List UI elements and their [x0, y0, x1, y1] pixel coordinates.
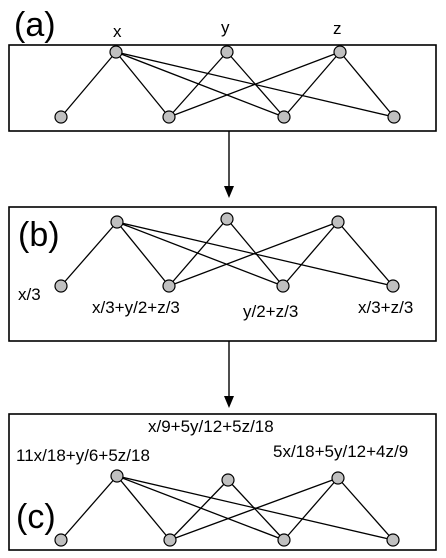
panel-b-edge-top_1-bottom_3	[116, 221, 284, 287]
panel-b-label-node-1: x/3	[18, 285, 41, 304]
panel-c-nodes	[54, 469, 400, 547]
panel-b-node-top_3	[331, 215, 345, 229]
panel-a-label-y: y	[221, 18, 230, 37]
panel-a-edge-top_1-bottom_1	[60, 51, 117, 118]
panel-a-nodes	[54, 45, 401, 124]
panel-c-frame	[8, 413, 437, 551]
panel-b-label-node-2: x/3+y/2+z/3	[92, 298, 180, 317]
panel-b-node-bottom_3	[276, 279, 290, 293]
panel-a-node-top_1	[109, 45, 123, 59]
panel-a-label-x: x	[113, 22, 122, 41]
panel-c-label-top-2: x/9+5y/12+5z/18	[148, 417, 274, 436]
panel-c-label-top-1: 11x/18+y/6+5z/18	[16, 446, 150, 465]
panel-c-edge-top_3-bottom_4	[337, 477, 394, 541]
panel-a: (a) x y z	[8, 6, 437, 132]
panel-b: (b) x/3 x/3+y/2+z/3 y/2+z/3 x/3+z/3	[8, 206, 437, 342]
panel-a-node-bottom_2	[162, 110, 176, 124]
panel-b-edge-top_1-bottom_2	[116, 221, 170, 287]
panel-a-label: (a)	[14, 6, 56, 44]
panel-b-edge-top_3-bottom_2	[168, 221, 339, 287]
panel-a-edge-top_1-bottom_2	[115, 51, 170, 118]
panel-c-node-top_2	[221, 473, 235, 487]
panel-c-node-bottom_1	[54, 533, 68, 547]
panel-c-label-top-3: 5x/18+5y/12+4z/9	[273, 442, 408, 461]
panel-c-edge-top_2-bottom_3	[227, 479, 285, 541]
panel-c-node-top_1	[110, 469, 124, 483]
panel-c-edge-top_3-bottom_2	[169, 477, 339, 541]
panel-b-node-bottom_2	[162, 279, 176, 293]
panel-c-node-bottom_4	[386, 533, 400, 547]
panel-b-edge-top_3-bottom_3	[282, 221, 339, 287]
arrow-b-to-c	[224, 341, 234, 408]
panel-c-node-bottom_3	[277, 533, 291, 547]
panel-c-edges	[60, 475, 394, 541]
panel-b-edges	[60, 218, 394, 287]
panel-a-frame	[8, 44, 437, 132]
panel-c-edge-top_2-bottom_2	[169, 479, 229, 541]
panel-a-node-top_2	[220, 45, 234, 59]
panel-a-edge-top_3-bottom_2	[168, 51, 341, 118]
panel-b-edge-top_1-bottom_1	[60, 221, 118, 287]
panel-b-node-top_2	[220, 212, 234, 226]
panel-b-nodes	[54, 212, 400, 293]
panel-a-node-bottom_3	[277, 110, 291, 124]
panel-b-label-node-4: x/3+z/3	[358, 298, 413, 317]
panel-a-node-top_3	[333, 45, 347, 59]
panel-b-label: (b)	[18, 216, 60, 254]
panel-b-node-top_1	[110, 215, 124, 229]
panel-a-edge-top_2-bottom_2	[168, 51, 228, 118]
panel-a-label-z: z	[333, 19, 342, 38]
panel-b-edge-top_2-bottom_3	[226, 218, 284, 287]
panel-c-edge-top_1-bottom_1	[60, 475, 118, 541]
panel-b-label-node-3: y/2+z/3	[243, 302, 298, 321]
panel-b-node-bottom_1	[54, 279, 68, 293]
arrow-a-to-b	[224, 131, 234, 198]
panel-c-node-top_3	[331, 471, 345, 485]
panel-a-edge-top_3-bottom_3	[283, 51, 341, 118]
panel-b-node-bottom_4	[386, 279, 400, 293]
panel-b-edge-top_2-bottom_2	[168, 218, 228, 287]
panel-a-edges	[60, 51, 395, 118]
panel-c: (c) 11x/18+y/6+5z/18 x/9+5y/12+5z/18 5x/…	[8, 413, 437, 551]
panel-c-edge-top_1-bottom_2	[116, 475, 171, 541]
panel-b-edge-top_3-bottom_4	[337, 221, 394, 287]
panel-b-frame	[8, 206, 437, 342]
panel-a-node-bottom_4	[387, 110, 401, 124]
panel-a-edge-top_3-bottom_4	[339, 51, 395, 118]
panel-a-node-bottom_1	[54, 110, 68, 124]
panel-c-edge-top_3-bottom_3	[283, 477, 339, 541]
panel-c-node-bottom_2	[163, 533, 177, 547]
panel-a-edge-top_1-bottom_3	[115, 51, 285, 118]
panel-c-label: (c)	[16, 498, 56, 536]
